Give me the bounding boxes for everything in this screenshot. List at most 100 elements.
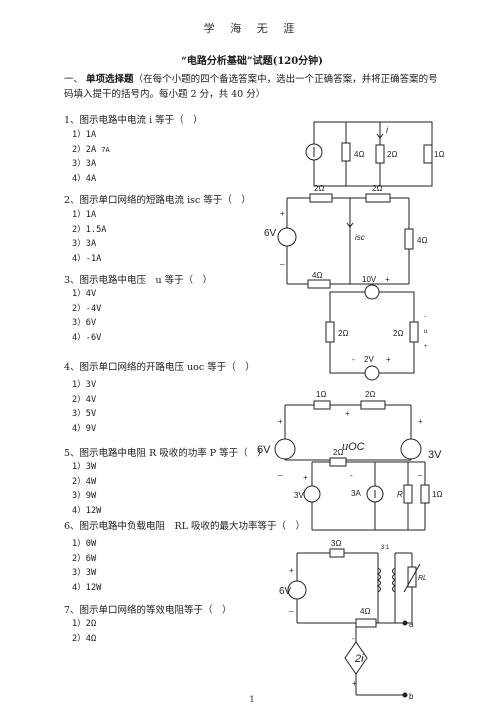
page-header: 学 海 无 涯 bbox=[203, 22, 301, 35]
fig3-u: u bbox=[424, 329, 427, 335]
fig1-current: i bbox=[386, 125, 389, 135]
fig4-v2: 3V bbox=[428, 449, 442, 461]
fig3-r1: 2Ω bbox=[338, 329, 348, 338]
option: 2）4Ω bbox=[72, 633, 97, 644]
fig3-r2: 2Ω bbox=[393, 329, 403, 338]
option: 4）12W bbox=[72, 505, 102, 516]
fig5-v: 3V bbox=[294, 491, 304, 500]
resistor bbox=[355, 618, 377, 628]
option: 4）-1A bbox=[72, 253, 102, 264]
option: 3）3A bbox=[72, 159, 97, 169]
fig5-r1: 2Ω bbox=[333, 448, 343, 457]
fig7-r1: 4Ω bbox=[360, 607, 370, 616]
fig3-u-minus: - bbox=[424, 314, 426, 320]
option: 2）6W bbox=[72, 553, 97, 564]
fig2-r4: 4Ω bbox=[312, 271, 322, 280]
question-1: 1、图示电路中电流 i 等于（ ） bbox=[64, 115, 203, 126]
fig6-ratio: 3:1 bbox=[381, 545, 390, 551]
resistor bbox=[309, 193, 333, 203]
figure-2-circuit bbox=[277, 193, 414, 289]
fig2-plus: + bbox=[280, 209, 285, 218]
option: 1）2Ω bbox=[72, 619, 97, 629]
fig4-r2: 2Ω bbox=[365, 390, 375, 399]
fig3-v1-plus: + bbox=[385, 275, 390, 284]
fig5-plus: + bbox=[303, 473, 308, 482]
option: 4）-6V bbox=[72, 332, 102, 343]
figure-3-circuit bbox=[325, 284, 419, 381]
resistor bbox=[403, 484, 413, 504]
resistor bbox=[420, 484, 430, 504]
resistor bbox=[375, 144, 385, 164]
option: 2）2A 7A bbox=[72, 144, 110, 155]
question-3: 3、图示电路中电压 u 等于（ ） bbox=[64, 275, 213, 286]
question-6-options: 1）0W 2）6W 3）3W 4）12W bbox=[72, 537, 101, 595]
fig1-r3: 1Ω bbox=[434, 150, 444, 159]
fig6-v: 6V bbox=[279, 586, 292, 597]
fig7-terminal-a: a bbox=[409, 620, 414, 629]
section-description: （在每个小题的四个备选答案中，选出一个正确答案，并将正确答案的号码填入提干的括号… bbox=[64, 74, 438, 100]
question-2: 2、图示单口网络的短路电流 isc 等于（ ） bbox=[64, 195, 251, 206]
section-number: 一、 bbox=[64, 74, 84, 85]
fig3-v2: 2V bbox=[364, 355, 374, 364]
option: 2）4V bbox=[72, 394, 97, 405]
resistor bbox=[404, 228, 414, 250]
option: 3）9W bbox=[72, 491, 97, 501]
fig4-minus-right: _ bbox=[417, 467, 423, 476]
question-4-options: 1）3V 2）4V 3）5V 4）9V bbox=[72, 378, 96, 436]
figure-4-circuit bbox=[274, 400, 422, 461]
option: 3）6V bbox=[72, 318, 97, 328]
option: 1）1A bbox=[72, 210, 97, 220]
fig6-rl: RL bbox=[418, 575, 427, 582]
fig5-i: 3A bbox=[351, 489, 361, 498]
figure-6-circuit bbox=[287, 548, 421, 624]
figure-7-circuit bbox=[310, 618, 408, 698]
question-6: 6、图示电路中负载电阻 RL 吸收的最大功率等于（ ） bbox=[64, 521, 306, 532]
fig3-v2-minus: - bbox=[352, 355, 355, 364]
option: 3）3A bbox=[72, 239, 97, 249]
option: 2）-4V bbox=[72, 303, 102, 314]
fig7-minus: - bbox=[352, 634, 355, 643]
fig2-minus: _ bbox=[279, 256, 285, 265]
fig4-minus-left: _ bbox=[277, 467, 283, 476]
option: 3）3W bbox=[72, 568, 97, 578]
option: 4）12W bbox=[72, 582, 102, 593]
question-4: 4、图示单口网络的开路电压 uoc 等于（ ） bbox=[64, 362, 255, 373]
fig6-r1: 3Ω bbox=[331, 539, 341, 548]
option: 1）0W bbox=[72, 539, 97, 549]
fig7-terminal-b: b bbox=[409, 692, 414, 701]
question-5: 5、图示电路中电阻 R 吸收的功率 P 等于（ ） bbox=[64, 448, 267, 459]
fig3-u-plus: + bbox=[424, 344, 428, 350]
option: 2）4W bbox=[72, 476, 97, 487]
question-7-options: 1）2Ω 2）4Ω bbox=[72, 617, 96, 646]
resistor bbox=[409, 321, 419, 343]
resistor bbox=[365, 193, 391, 203]
fig2-r2: 2Ω bbox=[372, 184, 382, 193]
exam-title: “电路分析基础”试题(120分钟) bbox=[181, 56, 323, 67]
fig3-v1: 10V bbox=[362, 275, 377, 284]
option: 4）4A bbox=[72, 173, 97, 184]
question-3-options: 1）4V 2）-4V 3）6V 4）-6V bbox=[72, 287, 101, 345]
option: 4）9V bbox=[72, 423, 97, 434]
fig2-source: 6V bbox=[264, 228, 277, 239]
fig4-v1: 6V bbox=[257, 444, 271, 456]
fig2-isc: isc bbox=[355, 233, 365, 242]
note-7a: 7A bbox=[101, 145, 110, 154]
resistor bbox=[360, 400, 386, 410]
fig7-dependent-source: 2i bbox=[354, 653, 364, 665]
resistor bbox=[329, 457, 347, 467]
resistor bbox=[307, 279, 331, 289]
question-2-options: 1）1A 2）1.5A 3）3A 4）-1A bbox=[72, 208, 106, 266]
fig1-r2: 2Ω bbox=[387, 150, 397, 159]
fig2-r1: 2Ω bbox=[314, 184, 324, 193]
fig7-plus: + bbox=[352, 679, 357, 688]
resistor bbox=[313, 400, 331, 410]
resistor bbox=[341, 142, 351, 162]
option: 1）3V bbox=[72, 380, 97, 390]
fig4-r1: 1Ω bbox=[316, 390, 326, 399]
fig4-uoc: uOC bbox=[342, 441, 365, 453]
section-name: 单项选择题 bbox=[86, 74, 134, 85]
option: 2）1.5A bbox=[72, 224, 107, 235]
fig5-r: R bbox=[397, 490, 403, 499]
resistor bbox=[423, 144, 433, 164]
